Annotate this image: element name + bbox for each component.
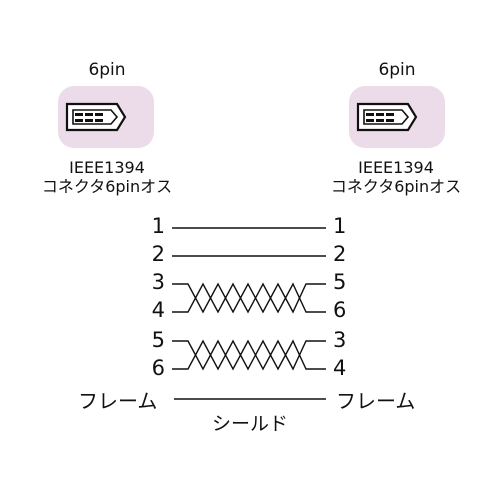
left-pin-6: 6: [151, 356, 165, 380]
right-pin-4: 4: [333, 356, 347, 380]
left-connector-icon: [65, 102, 127, 132]
right-pin-label: 6pin: [378, 60, 416, 80]
left-pin-2: 2: [151, 242, 165, 266]
wire-6-to-4: [172, 339, 326, 371]
right-pin-5: 5: [333, 270, 347, 294]
right-pin-1: 1: [333, 214, 347, 238]
right-connector-name-line2: コネクタ6pinオス: [330, 177, 462, 196]
wire-4-to-6: [172, 282, 326, 314]
left-pin-3: 3: [151, 270, 165, 294]
right-connector-name-line1: IEEE1394: [358, 158, 434, 177]
left-pin-4: 4: [151, 298, 165, 322]
wire-5-to-3: [172, 339, 326, 371]
left-connector-name-line2: コネクタ6pinオス: [41, 177, 173, 196]
right-pin-2: 2: [333, 242, 347, 266]
right-pin-3: 3: [333, 328, 347, 352]
right-connector-icon: [356, 102, 418, 132]
right-pin-6: 6: [333, 298, 347, 322]
left-pin-5: 5: [151, 328, 165, 352]
left-connector-name-line1: IEEE1394: [69, 158, 145, 177]
wire-3-to-5: [172, 282, 326, 314]
left-pin-1: 1: [151, 214, 165, 238]
frame-label-left: フレーム: [78, 389, 158, 413]
frame-label-right: フレーム: [336, 389, 416, 413]
shield-label: シールド: [211, 413, 288, 435]
left-pin-label: 6pin: [88, 60, 126, 80]
